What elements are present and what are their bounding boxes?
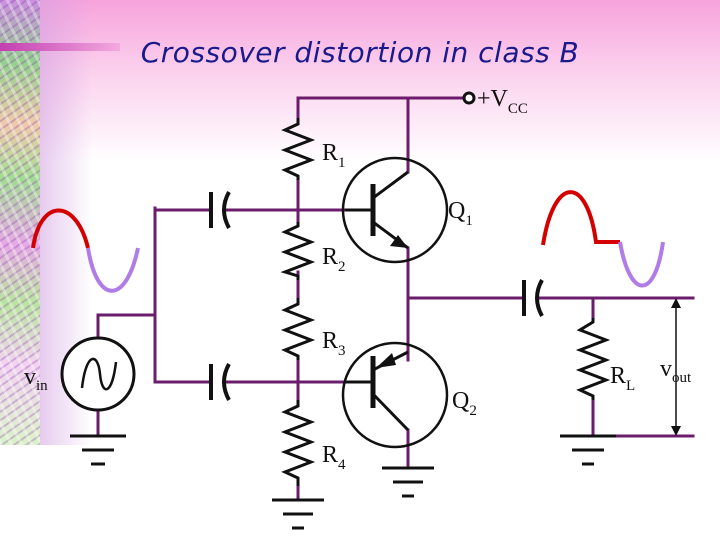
vcc-label: +VCC [477,86,528,117]
q2-label: Q2 [452,388,477,419]
r3-label: R3 [322,328,346,359]
transistor-q1 [341,156,449,264]
ground-r4 [272,498,324,530]
slide-title: Crossover distortion in class B [140,36,580,69]
ground-vin [70,434,126,466]
q1-emitter-arrow [390,235,408,248]
header-accent-bar [0,43,120,51]
ground-q2 [382,466,434,498]
wire-cap3-rl [538,296,595,320]
input-positive-halfwave [31,208,90,249]
capacitor-c3 [522,279,544,317]
sine-symbol-icon [80,357,118,391]
vin-label: vin [24,364,48,394]
vcc-terminal [462,91,476,105]
resistor-rl [575,318,611,400]
wire-vin-top [96,313,157,340]
transistor-q2 [341,341,449,449]
output-negative-halfwave [618,241,665,288]
r2-label: R2 [322,244,346,275]
output-positive-halfwave [541,190,620,246]
decorative-left-strip [0,0,40,445]
q2-emitter-arrow [376,353,396,368]
r4-label: R4 [322,442,346,473]
wires [96,96,695,502]
capacitor-c1 [209,191,231,229]
resistor-r4 [280,400,316,486]
resistor-r2 [280,222,316,280]
input-negative-halfwave [86,247,140,293]
capacitor-c2 [209,363,231,401]
rl-label: RL [610,363,635,394]
r1-label: R1 [322,140,346,171]
resistor-r3 [280,298,316,360]
vout-arrow [671,298,681,436]
q1-label: Q1 [448,198,473,229]
resistor-r1 [280,118,316,180]
vout-label: vout [660,356,692,386]
signal-source-vin [60,336,136,412]
wire-cap1-left [153,206,212,212]
ground-rl [560,434,616,466]
